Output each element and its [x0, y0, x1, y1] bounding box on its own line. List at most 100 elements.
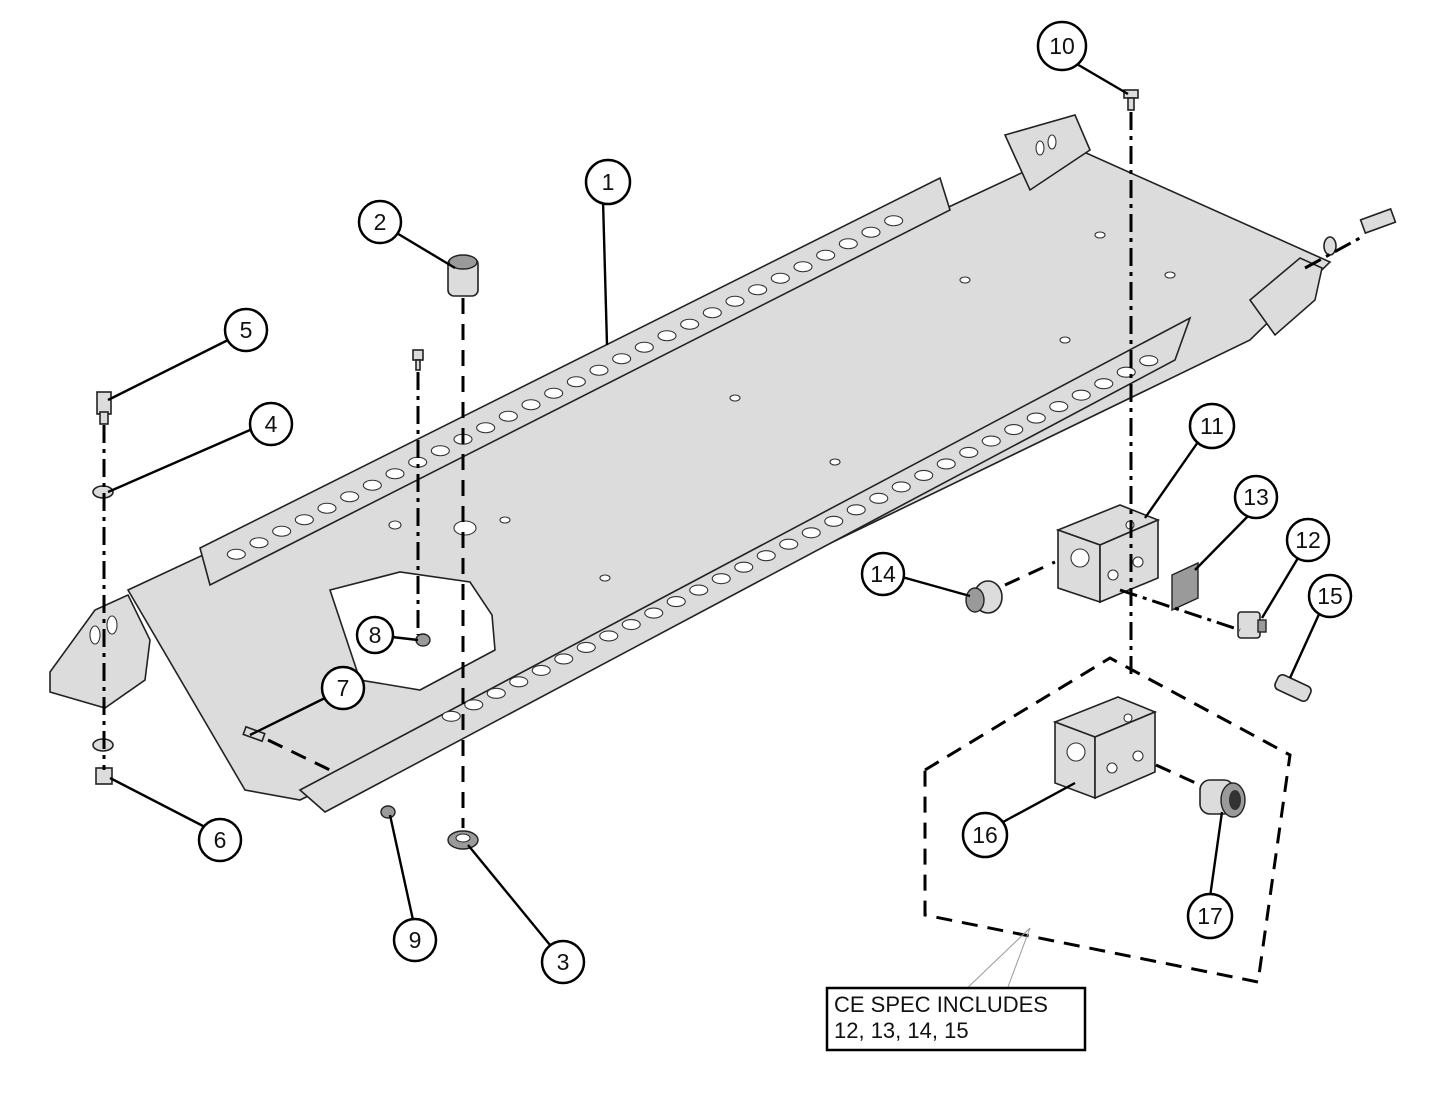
frame-slot: [1139, 355, 1159, 367]
callout-8: 8: [355, 615, 395, 655]
frame-slot: [272, 525, 292, 537]
callout-11-circle: [1188, 402, 1236, 450]
callout-7-circle: [320, 665, 366, 711]
plate-holes: [89, 134, 1176, 645]
callout-3: 3: [540, 939, 586, 985]
frame-slot: [914, 469, 934, 481]
callout-16-label: 16: [972, 822, 998, 848]
lamp-15: [1274, 673, 1312, 703]
frame-slot: [249, 537, 269, 549]
frame-slot: [981, 435, 1001, 447]
frame-slot: [464, 699, 484, 711]
bolt-left: [96, 391, 112, 425]
grommet-bottom: [447, 830, 479, 850]
frame-slot: [521, 399, 541, 411]
bracket-11: [1055, 504, 1161, 604]
frame-slot: [486, 687, 506, 699]
callout-15-circle: [1307, 573, 1353, 619]
callout-12-circle: [1285, 517, 1331, 563]
callout-14-label: 14: [870, 561, 896, 587]
callout-6: 6: [197, 817, 243, 863]
frame-slot: [340, 491, 360, 503]
callout-13-circle: [1233, 474, 1279, 520]
callout-16: 16: [961, 811, 1009, 859]
nut-8: [415, 633, 431, 647]
callout-14-circle: [860, 551, 906, 597]
callout-8-circle: [355, 615, 395, 655]
callout-7: 7: [320, 665, 366, 711]
frame-slot: [1049, 401, 1069, 413]
frame-slot: [612, 353, 632, 365]
frame-slot: [824, 515, 844, 527]
callout-3-label: 3: [557, 949, 570, 975]
callout-7-label: 7: [337, 675, 350, 701]
callout-11: 11: [1188, 402, 1236, 450]
frame-slot: [884, 215, 904, 227]
frame-slot: [430, 445, 450, 457]
frame-slot: [734, 561, 754, 573]
callout-2-label: 2: [374, 209, 387, 235]
callout-1-label: 1: [602, 169, 615, 195]
frame-slot: [869, 492, 889, 504]
frame-slot: [554, 653, 574, 665]
callout-2: 2: [357, 199, 403, 245]
callout-13: 13: [1233, 474, 1279, 520]
callout-17-label: 17: [1197, 903, 1223, 929]
frame-slot: [531, 664, 551, 676]
switch-17: [1199, 779, 1246, 818]
plate-13: [1171, 561, 1199, 612]
frame-slot: [838, 238, 858, 250]
frame-slot: [441, 710, 461, 722]
nut-9: [380, 805, 396, 819]
connector-14: [965, 580, 1003, 614]
frame-slot: [644, 607, 664, 619]
frame-slot: [891, 481, 911, 493]
frame-slot: [509, 676, 529, 688]
frame-slot: [779, 538, 799, 550]
callout-2-circle: [357, 199, 403, 245]
frame-slot: [689, 584, 709, 596]
callout-13-label: 13: [1243, 484, 1269, 510]
callout-11-label: 11: [1200, 413, 1224, 439]
frame-front-slots: [441, 355, 1159, 722]
ce-spec-note-line1: CE SPEC INCLUDES: [834, 992, 1048, 1017]
callout-1: 1: [584, 158, 632, 206]
callout-4-label: 4: [265, 411, 278, 437]
frame-slot: [476, 422, 496, 434]
callout-12-label: 12: [1295, 527, 1321, 553]
frame-slot: [846, 504, 866, 516]
bracket-16: [1052, 696, 1158, 800]
nut-left: [95, 767, 113, 785]
callout-15-label: 15: [1317, 583, 1343, 609]
frame-slot: [589, 364, 609, 376]
frame-slot: [861, 226, 881, 238]
frame-slot: [756, 550, 776, 562]
ce-spec-boundary: [923, 656, 1292, 984]
callout-12: 12: [1285, 517, 1331, 563]
callout-15: 15: [1307, 573, 1353, 619]
callout-6-circle: [197, 817, 243, 863]
callout-5-label: 5: [240, 317, 253, 343]
callout-4-circle: [248, 401, 294, 447]
frame-slot: [680, 318, 700, 330]
frame-slot: [748, 284, 768, 296]
frame-slot: [362, 479, 382, 491]
frame-slot: [936, 458, 956, 470]
frame-slot: [1004, 423, 1024, 436]
callout-16-circle: [961, 811, 1009, 859]
frame-slot: [294, 514, 314, 526]
frame-slot: [566, 376, 586, 388]
frame-slot: [1071, 389, 1091, 401]
ce-spec-note-line2: 12, 13, 14, 15: [834, 1018, 969, 1043]
frame-slot: [816, 249, 836, 261]
callout-17-circle: [1186, 892, 1234, 940]
frame-slot: [770, 272, 790, 284]
frame-slot: [711, 573, 731, 585]
frame-slot: [317, 502, 337, 514]
callout-6-label: 6: [214, 827, 227, 853]
callout-9-label: 9: [409, 927, 422, 953]
frame-slot: [793, 261, 813, 273]
frame-slot: [621, 618, 641, 631]
callout-10-circle: [1036, 20, 1088, 72]
